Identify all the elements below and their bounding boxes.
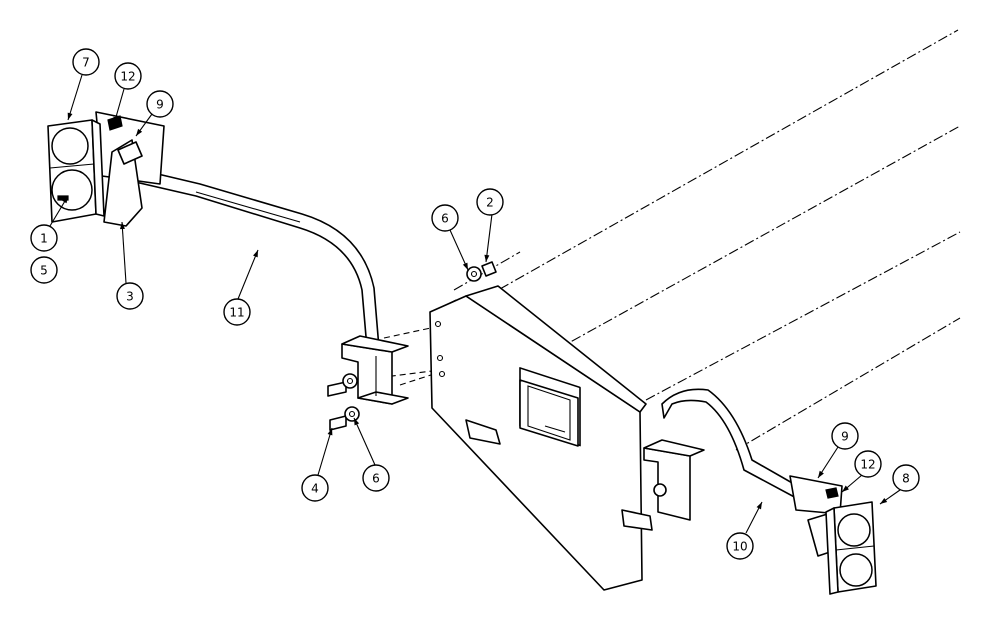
callout-circle [476, 188, 504, 216]
callout-balloon-2: 2 [476, 188, 504, 216]
left-light-housing [47, 119, 105, 223]
left-light-bracket [95, 111, 165, 227]
leader-line [237, 249, 259, 300]
callout-circle [223, 298, 251, 326]
callout-number: 5 [40, 264, 48, 278]
leader-line [449, 229, 469, 271]
callout-number: 1 [40, 232, 48, 246]
callout-circle [362, 464, 390, 492]
callout-balloon-9: 9 [831, 422, 859, 450]
callout-balloon-12: 12 [854, 450, 882, 478]
callout-balloon-3: 3 [116, 282, 144, 310]
callout-circle [726, 532, 754, 560]
right-u-bracket [643, 439, 705, 521]
callout-circle [114, 62, 142, 90]
callout-number: 10 [732, 540, 747, 554]
leader-arrowhead [136, 128, 143, 136]
leader-line [67, 74, 83, 121]
callout-number: 6 [441, 212, 449, 226]
leader-lines [49, 74, 901, 534]
leader-arrowhead [67, 112, 73, 120]
leader-arrowhead [113, 116, 119, 124]
leader-line [317, 427, 333, 476]
leader-arrowhead [756, 502, 762, 510]
callout-balloons: 7 12 9 1 5 3 11 6 2 4 6 9 12 8 10 [30, 48, 920, 560]
callout-balloon-9: 9 [146, 90, 174, 118]
callout-number: 12 [860, 458, 875, 472]
callout-balloon-6: 6 [362, 464, 390, 492]
left-tube-arm [117, 165, 381, 361]
callout-balloon-10: 10 [726, 532, 754, 560]
callout-number: 9 [156, 98, 164, 112]
leader-arrowhead [119, 222, 125, 230]
leader-arrowhead [484, 254, 490, 262]
callout-balloon-5: 5 [30, 256, 58, 284]
callout-number: 3 [126, 290, 134, 304]
right-light-housing [825, 501, 877, 595]
callout-balloon-6: 6 [431, 204, 459, 232]
leader-line [121, 221, 127, 284]
leader-line [353, 417, 376, 466]
callout-circle [72, 48, 100, 76]
leader-arrowhead [842, 485, 849, 492]
callout-circle [146, 90, 174, 118]
callout-circle [854, 450, 882, 478]
callout-number: 12 [120, 70, 135, 84]
callout-number: 9 [841, 430, 849, 444]
callout-circle [30, 256, 58, 284]
callout-number: 7 [82, 56, 90, 70]
callout-number: 8 [902, 472, 910, 486]
callout-circle [116, 282, 144, 310]
left-u-bracket [341, 335, 409, 405]
callout-number: 4 [311, 482, 319, 496]
callout-number: 6 [372, 472, 380, 486]
leader-arrowhead [462, 262, 468, 270]
left-hardware [327, 261, 497, 431]
callout-circle [831, 422, 859, 450]
leader-arrowhead [818, 470, 824, 478]
callout-balloon-8: 8 [892, 464, 920, 492]
callout-number: 2 [486, 196, 494, 210]
callout-circle [431, 204, 459, 232]
callout-circle [301, 474, 329, 502]
leader-arrowhead [327, 428, 333, 436]
leader-arrowhead [253, 250, 258, 258]
callout-balloon-4: 4 [301, 474, 329, 502]
callout-circle [892, 464, 920, 492]
leader-arrowhead [62, 196, 68, 204]
leader-arrowhead [880, 497, 888, 504]
leader-line [485, 213, 493, 263]
callout-number: 11 [229, 306, 244, 320]
callout-balloon-1: 1 [30, 224, 58, 252]
callout-balloon-11: 11 [223, 298, 251, 326]
center-mount-plate [429, 285, 653, 591]
leader-arrowhead [354, 418, 360, 426]
callout-balloon-7: 7 [72, 48, 100, 76]
callout-balloon-12: 12 [114, 62, 142, 90]
callout-circle [30, 224, 58, 252]
